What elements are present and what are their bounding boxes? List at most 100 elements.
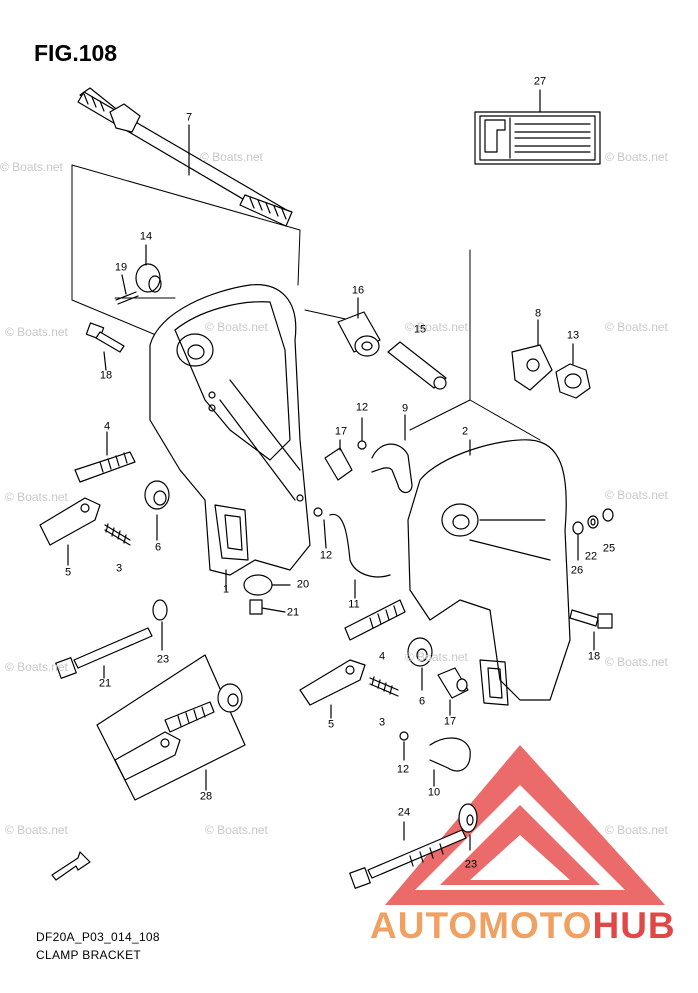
assembly-frame-lines (71, 164, 541, 441)
callout-8: 8 (534, 307, 542, 320)
callout-11: 11 (348, 598, 360, 611)
brand-logo-triangle (385, 745, 665, 905)
pin-part-17-lower (437, 667, 469, 716)
bolt-part-21-short (249, 599, 286, 615)
wire-part-9 (371, 414, 413, 494)
callout-9: 9 (401, 402, 409, 415)
warning-label-part-27 (474, 89, 601, 165)
bolt-part-24 (349, 821, 467, 889)
bolt-part-18-right (569, 609, 613, 651)
washer-part-23-left (152, 599, 168, 651)
watermark-site: © Boats.net (405, 320, 468, 334)
callout-17: 17 (334, 425, 348, 438)
screw-part-12-upper (357, 417, 367, 450)
clamp-bracket-part-2 (407, 439, 571, 706)
watermark-site: © Boats.net (0, 160, 63, 174)
watermark-site: © Boats.net (200, 150, 263, 164)
bushing-part-14 (135, 244, 162, 293)
spring-part-3-left (104, 523, 131, 546)
callout-21: 21 (98, 677, 112, 690)
callout-22: 22 (584, 550, 598, 563)
lever-part-5-left (39, 497, 101, 566)
washer-part-22 (587, 515, 599, 529)
watermark-site: © Boats.net (205, 823, 268, 837)
adjuster-bolt-part-4-left (74, 431, 136, 483)
callout-7: 7 (185, 111, 193, 124)
watermark-site: © Boats.net (605, 488, 668, 502)
figure-caption: CLAMP BRACKET (36, 948, 142, 962)
adjuster-kit-part-28 (96, 654, 246, 801)
callout-6: 6 (418, 695, 426, 708)
brand-word-auto: AUTO (370, 905, 479, 946)
callout-10: 10 (427, 786, 441, 799)
bolt-part-21-long (55, 627, 153, 679)
callout-19: 19 (114, 261, 128, 274)
wire-part-10 (429, 737, 471, 787)
callout-3: 3 (115, 562, 123, 575)
pin-part-19 (115, 274, 139, 305)
screw-part-12-lower (399, 731, 409, 761)
callout-14: 14 (139, 230, 153, 243)
wire-part-11 (329, 513, 391, 599)
watermark-site: © Boats.net (605, 320, 668, 334)
washer-part-23-lower (458, 803, 478, 851)
clamp-bracket-part-1 (149, 284, 311, 591)
callout-2: 2 (461, 425, 469, 438)
spring-part-3-right (369, 676, 399, 697)
callout-12: 12 (355, 401, 369, 414)
watermark-site: © Boats.net (605, 655, 668, 669)
callout-24: 24 (397, 806, 411, 819)
washer-part-26 (572, 521, 584, 561)
callout-6: 6 (154, 541, 162, 554)
callout-26: 26 (570, 564, 584, 577)
fwd-arrow-icon (51, 851, 91, 881)
washer-part-25 (602, 508, 614, 522)
callout-15: 15 (413, 323, 427, 336)
callout-4: 4 (378, 650, 386, 663)
screw-part-12-middle (313, 507, 327, 549)
bushing-part-16 (337, 297, 381, 357)
nut-part-13 (555, 343, 591, 399)
callout-5: 5 (327, 718, 335, 731)
callout-4: 4 (103, 420, 111, 433)
callout-17: 17 (443, 715, 457, 728)
brand-word-moto: MOTO (478, 905, 593, 946)
callout-21: 21 (286, 606, 300, 619)
figure-title: FIG.108 (34, 40, 118, 66)
callout-3: 3 (378, 716, 386, 729)
lever-part-5-right (299, 659, 366, 719)
washer-part-6-right (407, 637, 433, 691)
callout-12: 12 (319, 549, 333, 562)
pin-part-17-upper (324, 439, 353, 481)
adjuster-bolt-part-4-right (344, 599, 406, 641)
brand-watermark-wordmark: AUTOMOTOHUB (370, 905, 676, 947)
watermark-site: © Boats.net (5, 325, 68, 339)
watermark-site: © Boats.net (5, 660, 68, 674)
callout-16: 16 (351, 284, 365, 297)
figure-code: DF20A_P03_014_108 (36, 930, 160, 944)
callout-28: 28 (199, 790, 213, 803)
watermark-site: © Boats.net (205, 320, 268, 334)
callout-20: 20 (296, 578, 310, 591)
stopper-part-20 (243, 574, 291, 596)
callout-13: 13 (566, 329, 580, 342)
callout-1: 1 (222, 583, 230, 596)
watermark-site: © Boats.net (605, 823, 668, 837)
callout-5: 5 (64, 566, 72, 579)
callout-23: 23 (464, 858, 478, 871)
watermark-site: © Boats.net (5, 823, 68, 837)
watermark-site: © Boats.net (605, 150, 668, 164)
tilt-shaft-part-7 (77, 87, 293, 227)
washer-part-6-left (144, 480, 170, 541)
callout-23: 23 (156, 653, 170, 666)
bolt-part-18-upper (85, 322, 125, 371)
brand-word-hub: HUB (592, 905, 676, 946)
callout-25: 25 (602, 542, 616, 555)
callout-27: 27 (533, 75, 547, 88)
plate-part-8 (511, 319, 553, 391)
callout-18: 18 (99, 369, 113, 382)
watermark-site: © Boats.net (405, 650, 468, 664)
callout-18: 18 (587, 650, 601, 663)
watermark-site: © Boats.net (5, 490, 68, 504)
